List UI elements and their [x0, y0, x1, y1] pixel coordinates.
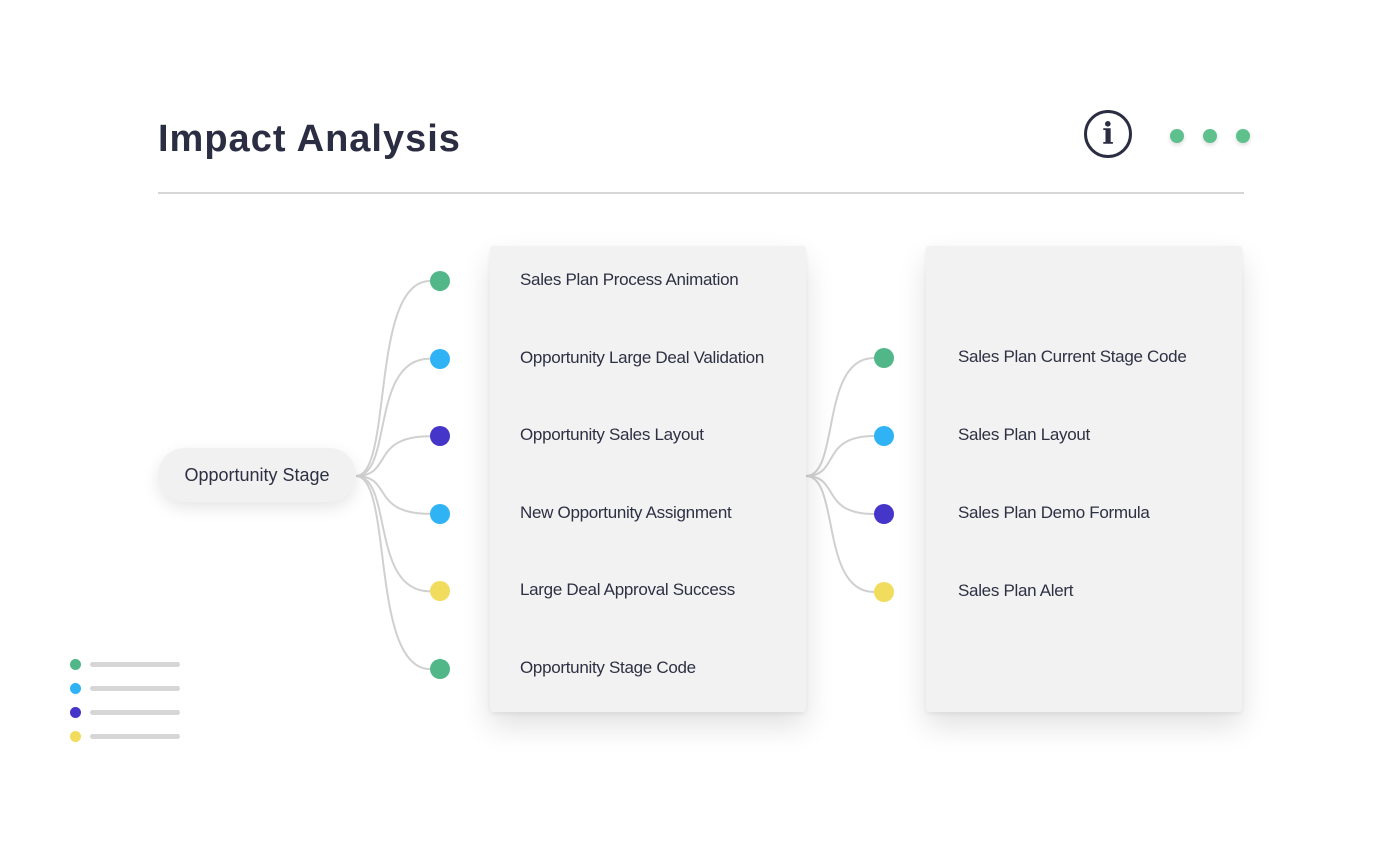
connector-line — [355, 475, 431, 515]
status-dot — [430, 503, 450, 524]
impact-item-label[interactable]: Opportunity Stage Code — [520, 658, 696, 677]
status-dot — [874, 504, 894, 524]
impact-item-label[interactable]: Opportunity Sales Layout — [520, 425, 704, 445]
status-dot — [430, 348, 450, 369]
legend-placeholder-line — [90, 710, 180, 715]
legend-dot — [70, 731, 81, 742]
page-title: Impact Analysis — [158, 118, 461, 160]
header-divider — [158, 192, 1244, 194]
legend-dot — [70, 659, 81, 670]
impact-item-label[interactable]: Sales Plan Demo Formula — [958, 503, 1150, 522]
connector-line — [805, 475, 875, 515]
legend-item — [70, 658, 182, 670]
menu-dot — [1236, 129, 1250, 143]
connector-line — [355, 280, 431, 477]
connector-line — [805, 475, 875, 593]
connector-line — [355, 357, 431, 477]
connector-group-root — [355, 280, 431, 670]
impact-item-label[interactable]: Sales Plan Current Stage Code — [958, 347, 1187, 366]
legend-dot — [70, 683, 81, 694]
connector-line — [805, 435, 875, 477]
more-dots-icon[interactable] — [1170, 124, 1250, 148]
menu-dot — [1170, 129, 1184, 143]
status-dot — [430, 659, 450, 679]
impact-item-label[interactable]: Opportunity Large Deal Validation — [520, 347, 764, 367]
menu-dot — [1203, 129, 1217, 143]
impact-item-label[interactable]: Large Deal Approval Success — [520, 580, 735, 600]
status-dot — [874, 348, 894, 368]
legend-placeholder-line — [90, 734, 180, 739]
legend-dot — [70, 707, 81, 718]
connector-group-secondary — [805, 357, 875, 593]
connector-line — [355, 435, 431, 477]
impact-item-label[interactable]: Sales Plan Alert — [958, 581, 1074, 600]
legend-item — [70, 730, 182, 742]
legend-placeholder-line — [90, 662, 180, 667]
status-dot — [430, 426, 450, 447]
impact-panel-secondary — [926, 246, 1242, 712]
legend-item — [70, 682, 182, 694]
legend-placeholder-line — [90, 686, 180, 691]
info-icon[interactable]: i — [1084, 110, 1132, 158]
connector-line — [355, 475, 431, 670]
status-dot — [874, 426, 894, 446]
root-node-label: Opportunity Stage — [184, 464, 330, 485]
status-dot — [430, 581, 450, 602]
legend-item — [70, 706, 182, 718]
impact-item-label[interactable]: New Opportunity Assignment — [520, 502, 732, 522]
connector-line — [805, 357, 875, 477]
connector-line — [355, 475, 431, 593]
impact-item-label[interactable]: Sales Plan Layout — [958, 425, 1090, 444]
status-dot — [874, 582, 894, 602]
impact-panel-primary — [490, 246, 806, 712]
root-node-opportunity-stage[interactable]: Opportunity Stage — [158, 448, 356, 502]
impact-item-label[interactable]: Sales Plan Process Animation — [520, 270, 739, 289]
status-dot — [430, 271, 450, 291]
